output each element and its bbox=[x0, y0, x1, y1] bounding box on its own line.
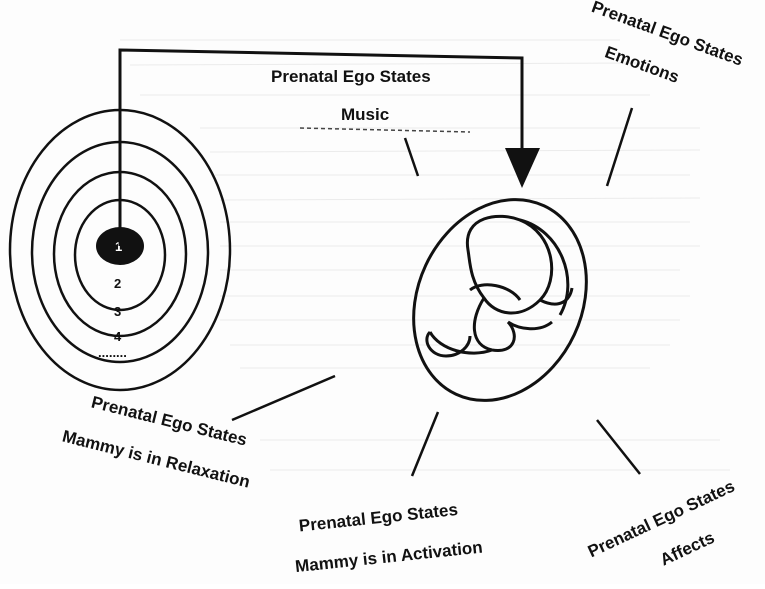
connector-relaxation bbox=[232, 376, 335, 420]
label-music-line2: Music bbox=[341, 105, 389, 124]
connector-affects bbox=[597, 420, 640, 474]
connector-emotions bbox=[607, 108, 632, 186]
label-relaxation: Prenatal Ego States Mammy is in Relaxati… bbox=[60, 388, 261, 492]
label-activation: Prenatal Ego States Mammy is in Activati… bbox=[290, 498, 483, 576]
ring-label-4: 4 bbox=[114, 329, 122, 344]
label-emotions: Prenatal Ego States Emotions bbox=[576, 0, 746, 105]
background-scan-texture bbox=[120, 40, 730, 470]
label-music-line1: Prenatal Ego States bbox=[271, 67, 431, 86]
label-activation-line1: Prenatal Ego States bbox=[298, 500, 459, 536]
label-connectors bbox=[232, 108, 640, 476]
label-affects-line2: Affects bbox=[657, 528, 717, 570]
fetus-in-womb-icon bbox=[382, 171, 619, 429]
ring-label-more: ........ bbox=[98, 345, 127, 360]
label-emotions-line2: Emotions bbox=[602, 42, 681, 86]
ring-label-2: 2 bbox=[114, 276, 121, 291]
connector-activation bbox=[412, 412, 438, 476]
label-affects: Prenatal Ego States Affects bbox=[585, 477, 754, 584]
label-activation-line2: Mammy is in Activation bbox=[294, 538, 483, 577]
connector-music bbox=[405, 138, 418, 176]
arrowhead-icon bbox=[505, 148, 540, 188]
music-underline bbox=[300, 128, 470, 132]
ring-label-3: 3 bbox=[114, 304, 121, 319]
label-affects-line1: Prenatal Ego States bbox=[585, 477, 738, 562]
